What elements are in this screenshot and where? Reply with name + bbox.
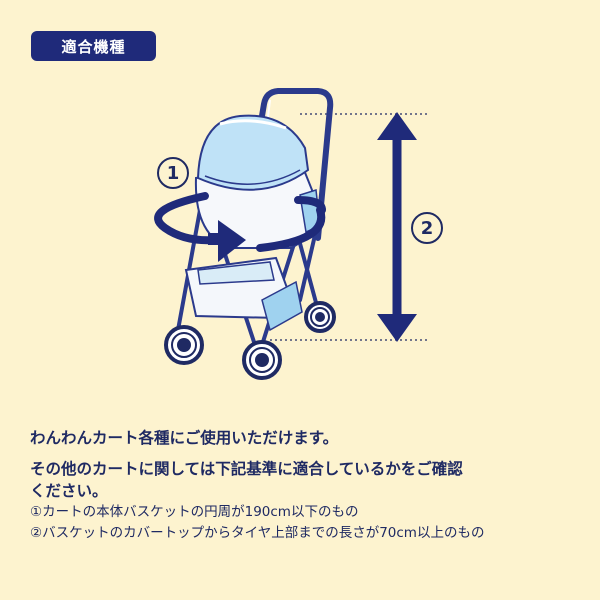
circumference-marker: 1 [157, 157, 189, 189]
badge-label: 適合機種 [61, 37, 126, 56]
front-left-wheel [164, 325, 204, 365]
criterion-height: ②バスケットのカバートップからタイヤ上部までの長さが70cm以上のもの [30, 525, 485, 541]
height-marker: 2 [411, 212, 443, 244]
criterion-circumference: ①カートの本体バスケットの円周が190cm以下のもの [30, 504, 359, 520]
rear-wheel [304, 301, 336, 333]
compatible-models-badge: 適合機種 [31, 31, 156, 61]
height-arrow-icon [377, 112, 417, 342]
front-right-wheel [242, 340, 282, 380]
compatibility-note: その他のカートに関しては下記基準に適合しているかをご確認 [30, 460, 463, 478]
compatibility-note-cont: ください。 [30, 482, 108, 500]
circumference-arrow-icon [154, 192, 326, 262]
usage-note: わんわんカート各種にご使用いただけます。 [30, 429, 339, 447]
description: わんわんカート各種にご使用いただけます。 その他のカートに関しては下記基準に適合… [30, 427, 575, 544]
